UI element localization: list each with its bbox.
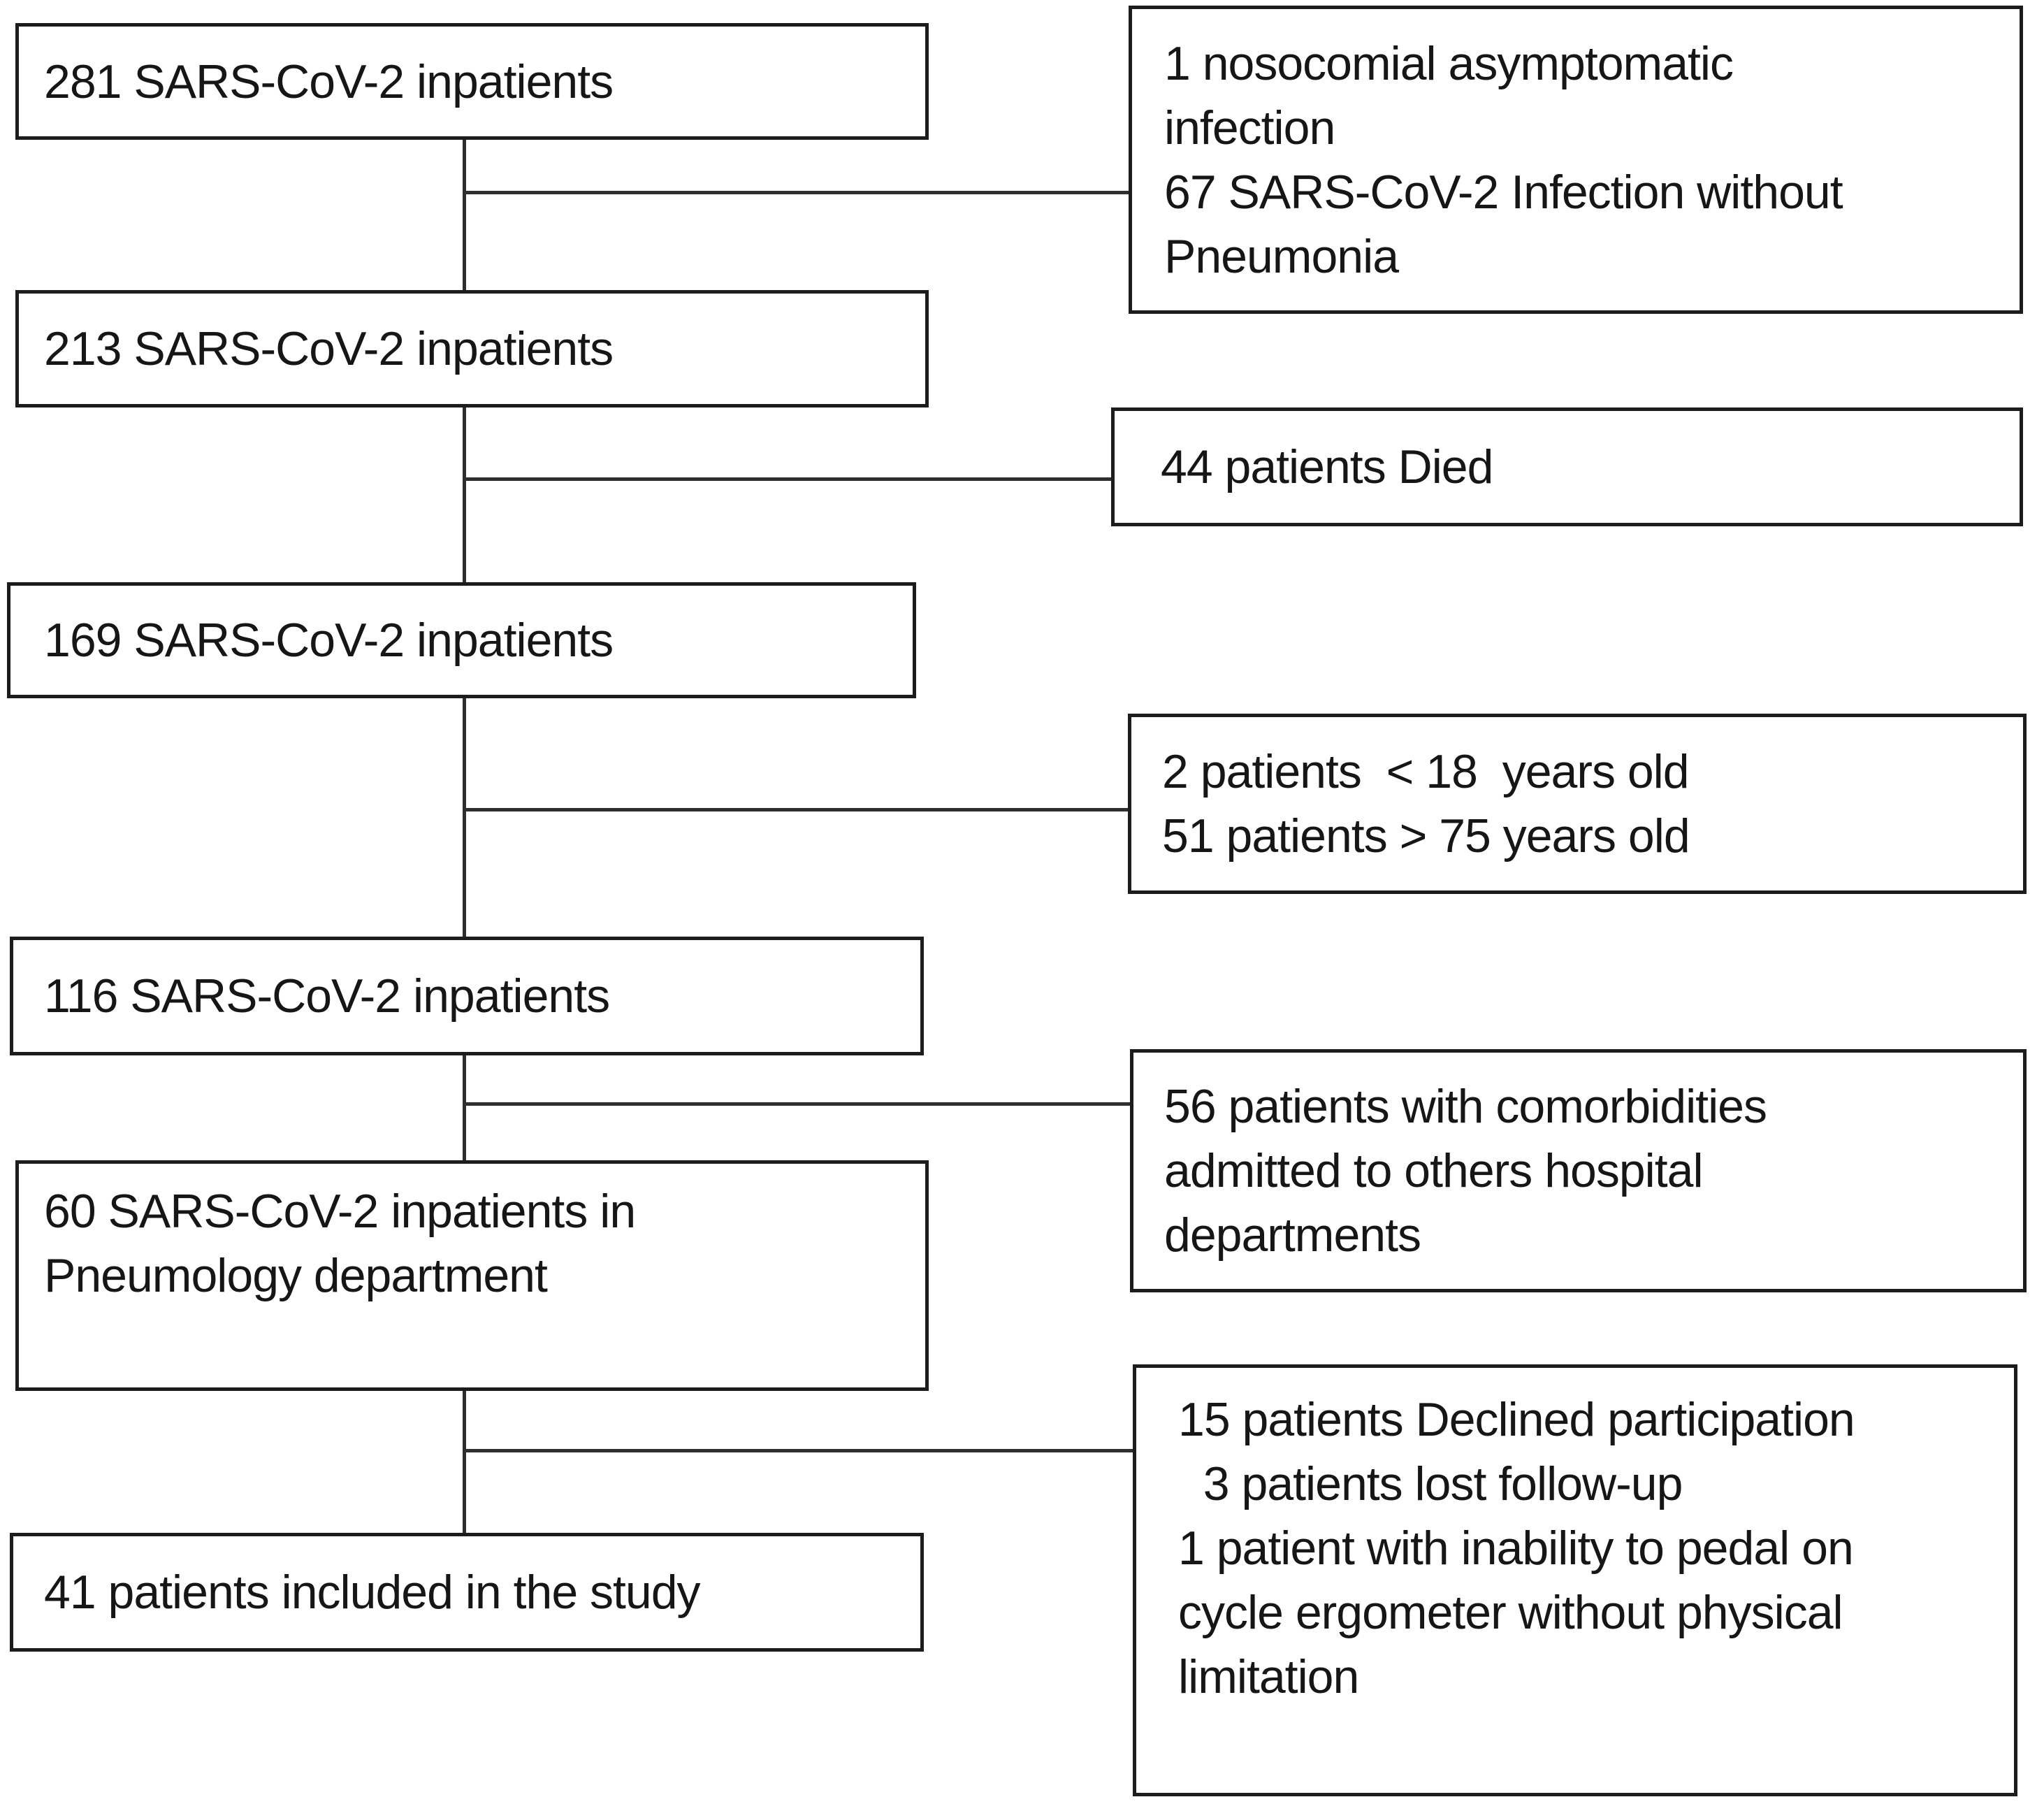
- box-text-line: 51 patients > 75 years old: [1162, 809, 1690, 863]
- box-text-line: 281 SARS-CoV-2 inpatients: [44, 55, 614, 108]
- box-text-line: Pneumonia: [1164, 229, 1399, 283]
- box-text-line: 3 patients lost follow-up: [1178, 1457, 1683, 1510]
- flow-box-60-pneumology: 60 SARS-CoV-2 inpatients in Pneumology d…: [15, 1160, 929, 1391]
- exclusion-box-comorbidities: 56 patients with comorbidities admitted …: [1130, 1049, 2027, 1292]
- flow-box-169-inpatients: 169 SARS-CoV-2 inpatients: [7, 582, 916, 698]
- connector-branch-no-pneumonia: [463, 191, 1129, 194]
- connector-branch-died: [463, 477, 1111, 481]
- connector-vertical-60-to-41: [463, 1391, 466, 1533]
- connector-branch-declined: [463, 1449, 1133, 1452]
- flow-box-213-inpatients: 213 SARS-CoV-2 inpatients: [15, 290, 929, 407]
- exclusion-box-no-pneumonia: 1 nosocomial asymptomatic infection 67 S…: [1129, 6, 2023, 314]
- connector-branch-comorbidities: [463, 1102, 1130, 1106]
- flow-box-116-inpatients: 116 SARS-CoV-2 inpatients: [10, 937, 924, 1055]
- box-text-line: infection: [1164, 101, 1335, 154]
- connector-branch-age-limits: [463, 808, 1128, 811]
- flow-box-41-included: 41 patients included in the study: [10, 1533, 924, 1652]
- box-text-line: 213 SARS-CoV-2 inpatients: [44, 322, 614, 375]
- exclusion-box-age-limits: 2 patients < 18 years old 51 patients > …: [1128, 714, 2027, 894]
- box-text-line: cycle ergometer without physical: [1178, 1586, 1843, 1639]
- box-text-line: 169 SARS-CoV-2 inpatients: [44, 614, 614, 667]
- box-text-line: Pneumology department: [44, 1249, 548, 1302]
- box-text-line: admitted to others hospital: [1164, 1144, 1704, 1197]
- box-text-line: 60 SARS-CoV-2 inpatients in: [44, 1185, 636, 1238]
- box-text-line: 44 patients Died: [1161, 440, 1493, 493]
- exclusion-box-declined-lost-inability: 15 patients Declined participation 3 pat…: [1133, 1364, 2017, 1796]
- box-text-line: 2 patients < 18 years old: [1162, 745, 1690, 798]
- box-text-line: 116 SARS-CoV-2 inpatients: [44, 969, 610, 1023]
- box-text-line: departments: [1164, 1208, 1421, 1262]
- box-text-line: 67 SARS-CoV-2 Infection without: [1164, 165, 1843, 219]
- box-text-line: 1 nosocomial asymptomatic: [1164, 36, 1734, 90]
- box-text-line: limitation: [1178, 1650, 1359, 1703]
- connector-vertical-116-to-60: [463, 1055, 466, 1160]
- box-text-line: 1 patient with inability to pedal on: [1178, 1522, 1854, 1575]
- flow-box-281-inpatients: 281 SARS-CoV-2 inpatients: [15, 23, 929, 140]
- box-text-line: 15 patients Declined participation: [1178, 1393, 1855, 1446]
- exclusion-box-died: 44 patients Died: [1111, 407, 2023, 526]
- connector-vertical-281-to-213: [463, 140, 466, 290]
- connector-vertical-169-to-116: [463, 698, 466, 937]
- box-text-line: 41 patients included in the study: [44, 1566, 701, 1619]
- connector-vertical-213-to-169: [463, 407, 466, 582]
- box-text-line: 56 patients with comorbidities: [1164, 1080, 1767, 1133]
